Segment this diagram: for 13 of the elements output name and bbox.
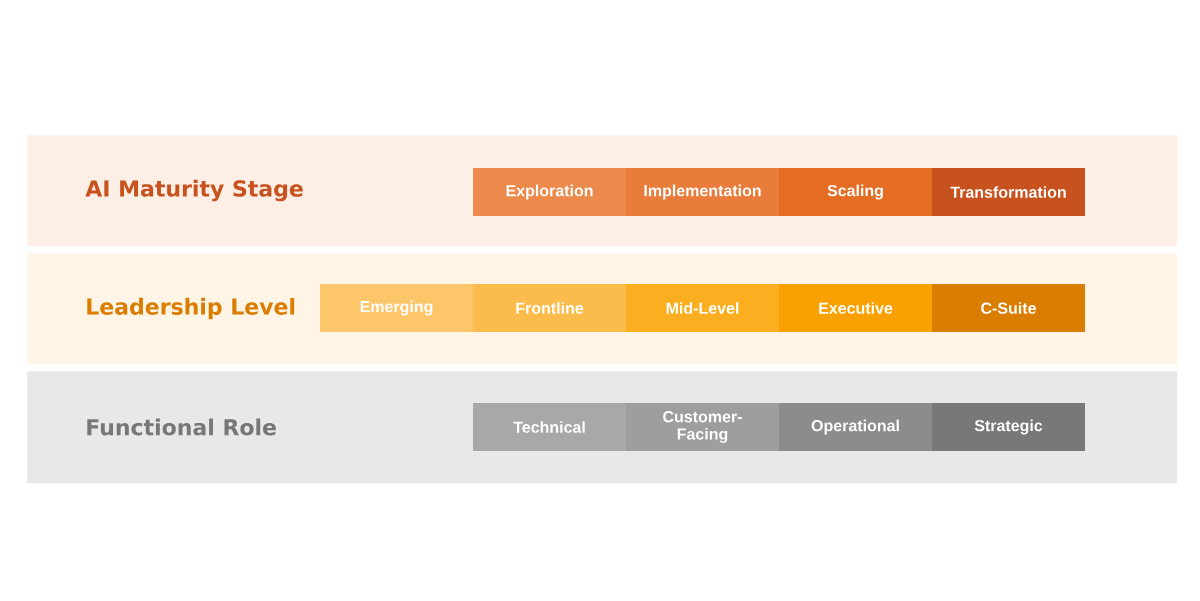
level-cell: Operational bbox=[779, 403, 932, 451]
level-cell: Emerging bbox=[320, 284, 473, 332]
level-cell: C-Suite bbox=[932, 284, 1085, 332]
level-cell: Technical bbox=[473, 403, 626, 451]
level-cell: Transformation bbox=[932, 168, 1085, 216]
level-cell: Frontline bbox=[473, 284, 626, 332]
level-cell: Customer-Facing bbox=[626, 403, 779, 451]
level-cell: Executive bbox=[779, 284, 932, 332]
level-cell: Scaling bbox=[779, 168, 932, 216]
level-cell: Mid-Level bbox=[626, 284, 779, 332]
level-cell: Strategic bbox=[932, 403, 1085, 451]
level-cell: Exploration bbox=[473, 168, 626, 216]
level-cell: Implementation bbox=[626, 168, 779, 216]
